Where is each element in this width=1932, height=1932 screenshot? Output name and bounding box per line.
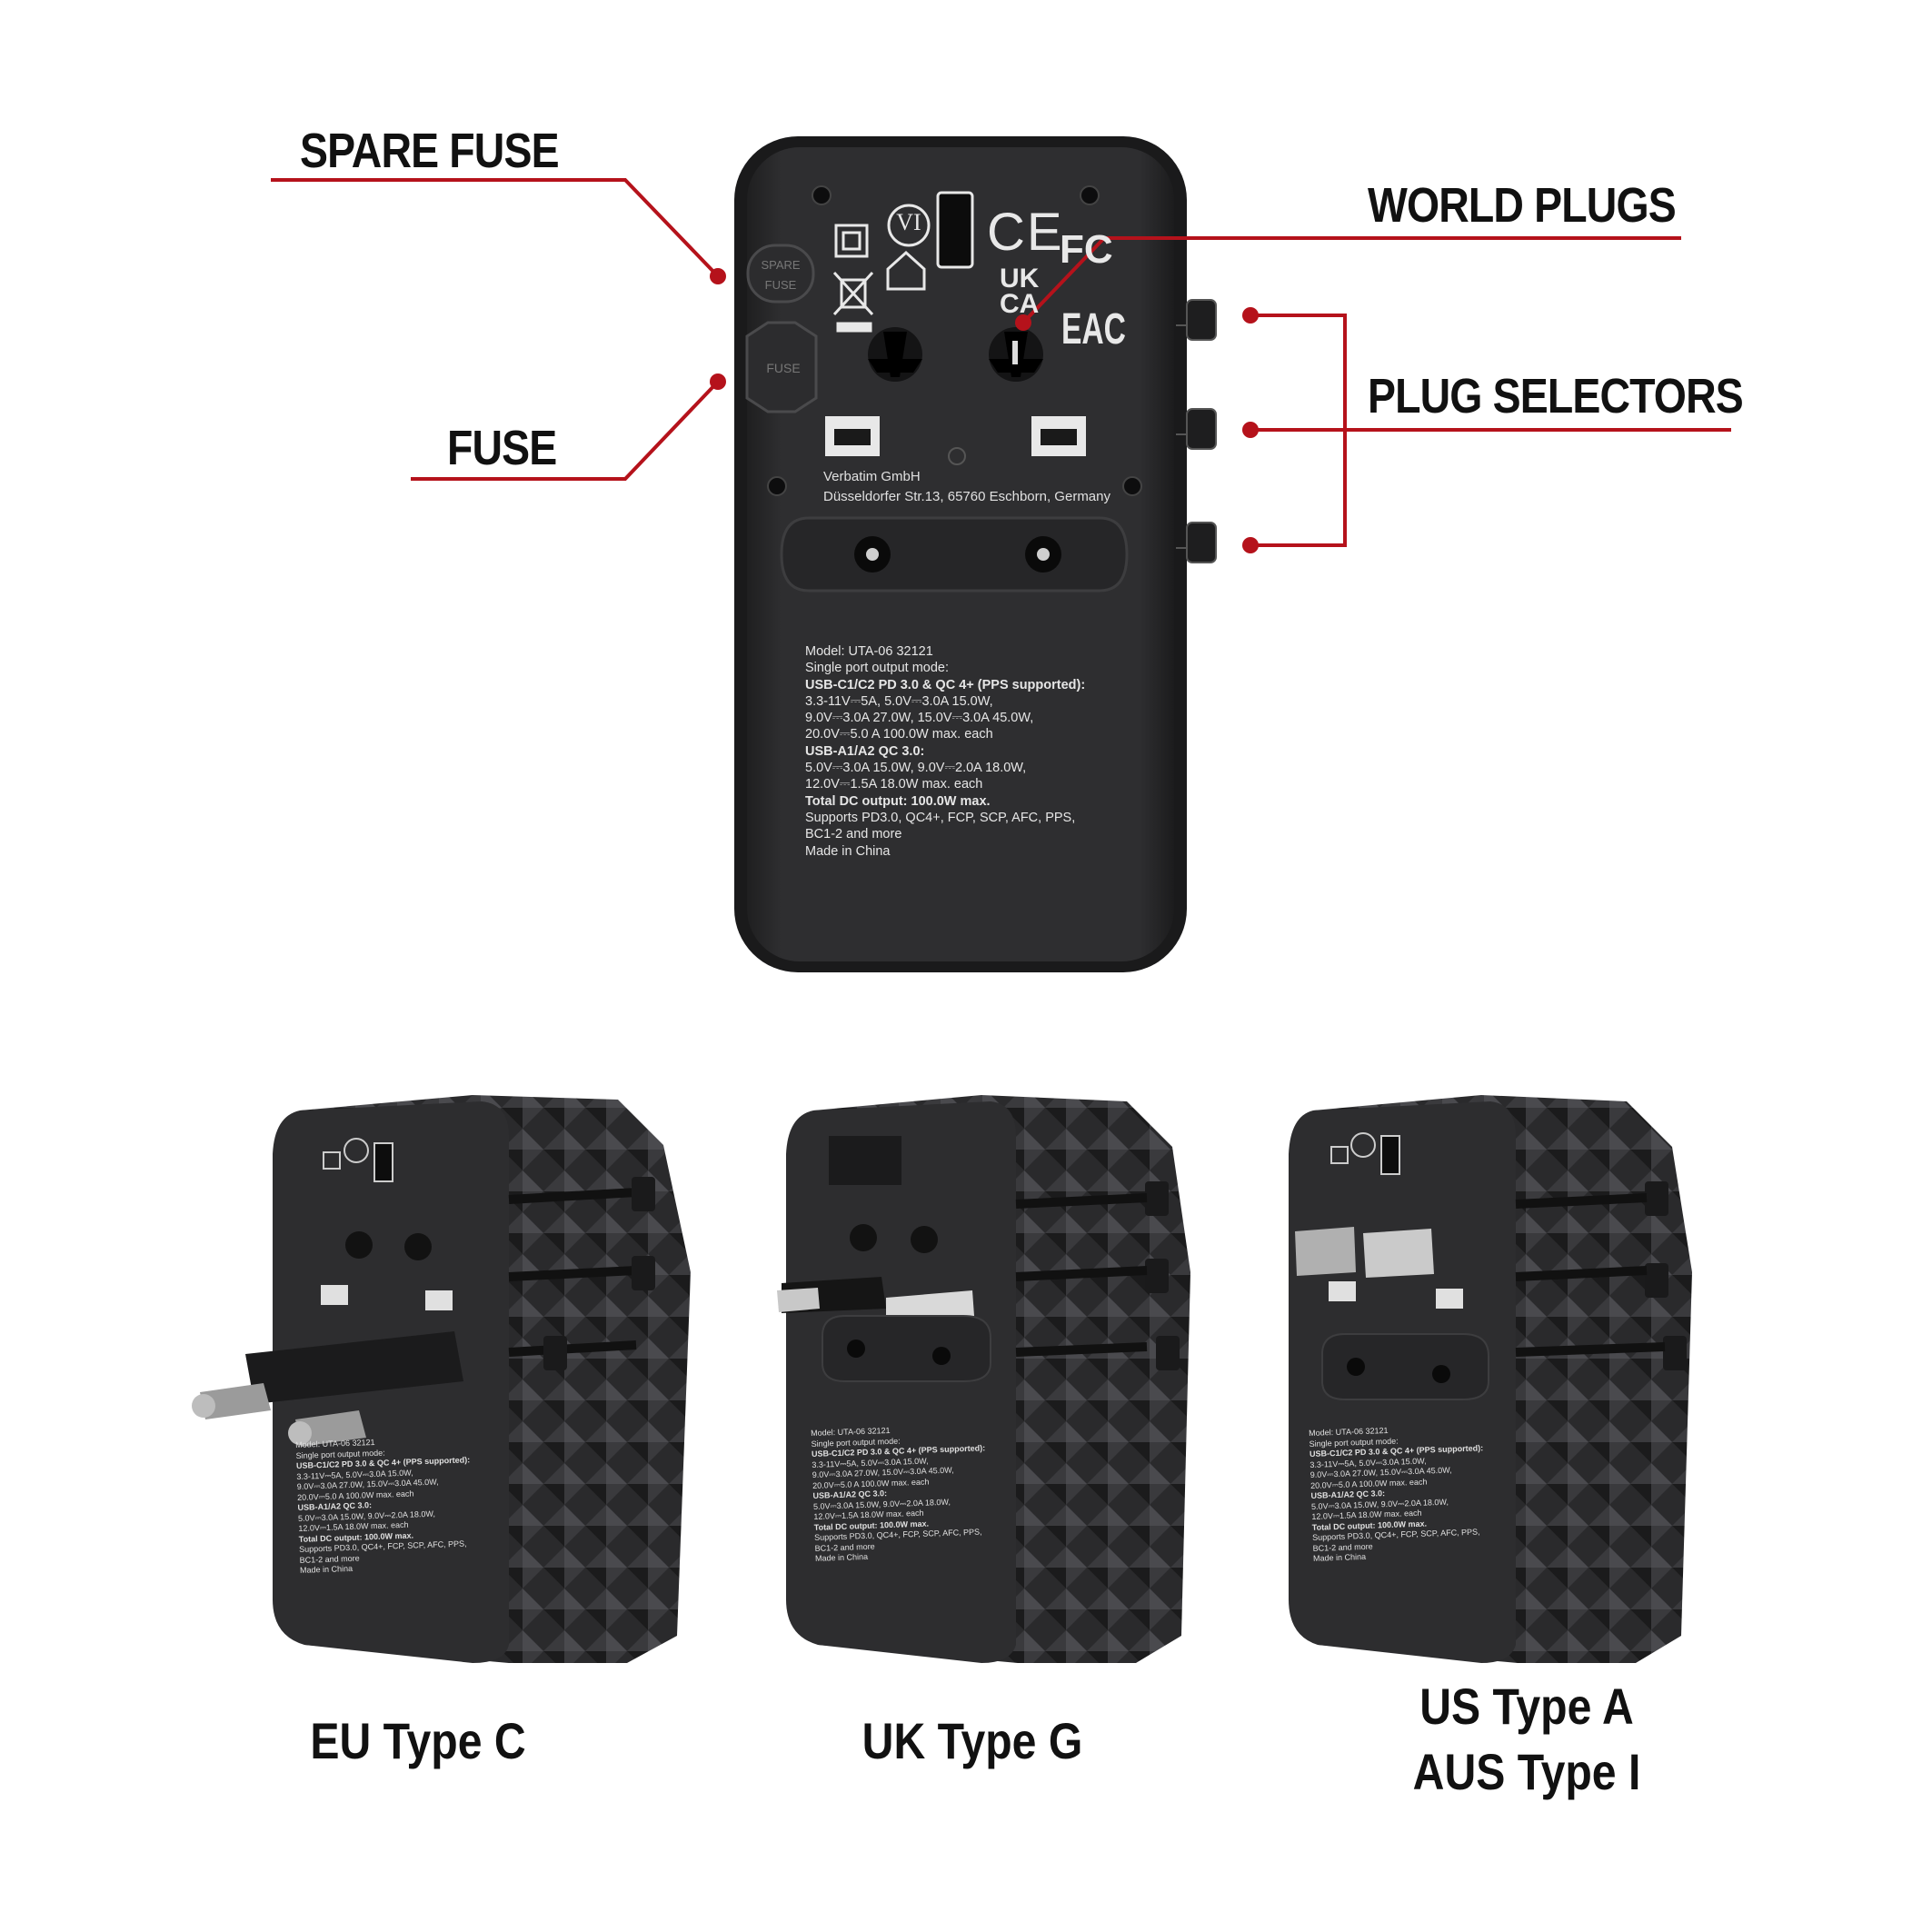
spec-line: 12.0V⎓1.5A 18.0W max. each bbox=[805, 777, 983, 792]
callout-plug-selectors: PLUG SELECTORS bbox=[1368, 369, 1744, 423]
usb-a-port-left bbox=[825, 416, 880, 456]
callout-spare-fuse: SPARE FUSE bbox=[300, 124, 560, 178]
fuse-cap-text: FUSE bbox=[766, 361, 800, 375]
svg-text:FUSE: FUSE bbox=[765, 278, 797, 292]
spec-line: Supports PD3.0, QC4+, FCP, SCP, AFC, PPS… bbox=[805, 810, 1076, 825]
indoor-use-house-icon bbox=[886, 250, 926, 291]
callout-endpoints bbox=[710, 268, 1259, 553]
caption-uk-type-g: UK Type G bbox=[861, 1712, 1083, 1769]
spec-line: 20.0V⎓5.0 A 100.0W max. each bbox=[805, 727, 993, 742]
caption-aus-type-i: AUS Type I bbox=[1412, 1743, 1641, 1800]
caption-us-type-a: US Type A bbox=[1419, 1678, 1634, 1735]
spec-line: Total DC output: 100.0W max. bbox=[805, 793, 991, 809]
crossed-bin-icon bbox=[832, 271, 874, 333]
mark-ukca-bottom: CA bbox=[1000, 289, 1040, 319]
eu-socket bbox=[780, 516, 1129, 593]
spec-line: 9.0V⎓3.0A 27.0W, 15.0V⎓3.0A 45.0W, bbox=[805, 711, 1034, 726]
callout-world-plugs: WORLD PLUGS bbox=[1368, 178, 1677, 233]
double-square-icon bbox=[834, 224, 869, 258]
center-dot-icon bbox=[948, 447, 966, 465]
uk-device bbox=[777, 1095, 1190, 1663]
spec-line: Made in China bbox=[805, 843, 891, 859]
spec-line: USB-A1/A2 QC 3.0: bbox=[805, 743, 925, 759]
maker-address: Düsseldorfer Str.13, 65760 Eschborn, Ger… bbox=[823, 489, 1110, 504]
spec-line: Model: UTA-06 32121 bbox=[805, 644, 933, 659]
callout-fuse: FUSE bbox=[447, 421, 557, 475]
spec-line: BC1-2 and more bbox=[805, 827, 902, 842]
mark-ce: CE bbox=[987, 203, 1064, 262]
maker-name: Verbatim GmbH bbox=[823, 469, 921, 484]
caption-eu-type-c: EU Type C bbox=[310, 1712, 526, 1769]
spare-fuse-cap[interactable]: SPARE FUSE bbox=[746, 244, 815, 304]
screw-heads bbox=[767, 185, 1142, 496]
fuse-cap[interactable]: FUSE bbox=[745, 321, 818, 413]
plug-selector-tabs[interactable] bbox=[1176, 299, 1217, 563]
spec-line: 3.3-11V⎓5A, 5.0V⎓3.0A 15.0W, bbox=[805, 693, 993, 709]
spec-line: Single port output mode: bbox=[805, 661, 949, 676]
socket-right bbox=[989, 327, 1043, 382]
mark-fc: FC bbox=[1060, 227, 1113, 272]
mark-vi: VI bbox=[896, 209, 921, 235]
usb-a-port-right bbox=[1031, 416, 1086, 456]
usb-c-port-top bbox=[936, 191, 974, 269]
callout-lines bbox=[271, 178, 1731, 547]
us-aus-device bbox=[1289, 1095, 1692, 1663]
vi-mark bbox=[887, 204, 931, 247]
mark-ukca-top: UK bbox=[1000, 264, 1040, 294]
spec-line: USB-C1/C2 PD 3.0 & QC 4+ (PPS supported)… bbox=[805, 677, 1086, 692]
spare-fuse-cap-text: SPARE bbox=[761, 258, 800, 272]
socket-left bbox=[868, 327, 922, 382]
spec-line: 5.0V⎓3.0A 15.0W, 9.0V⎓2.0A 18.0W, bbox=[805, 761, 1027, 776]
mark-eac: EAC bbox=[1061, 305, 1126, 354]
eu-device bbox=[192, 1095, 691, 1663]
